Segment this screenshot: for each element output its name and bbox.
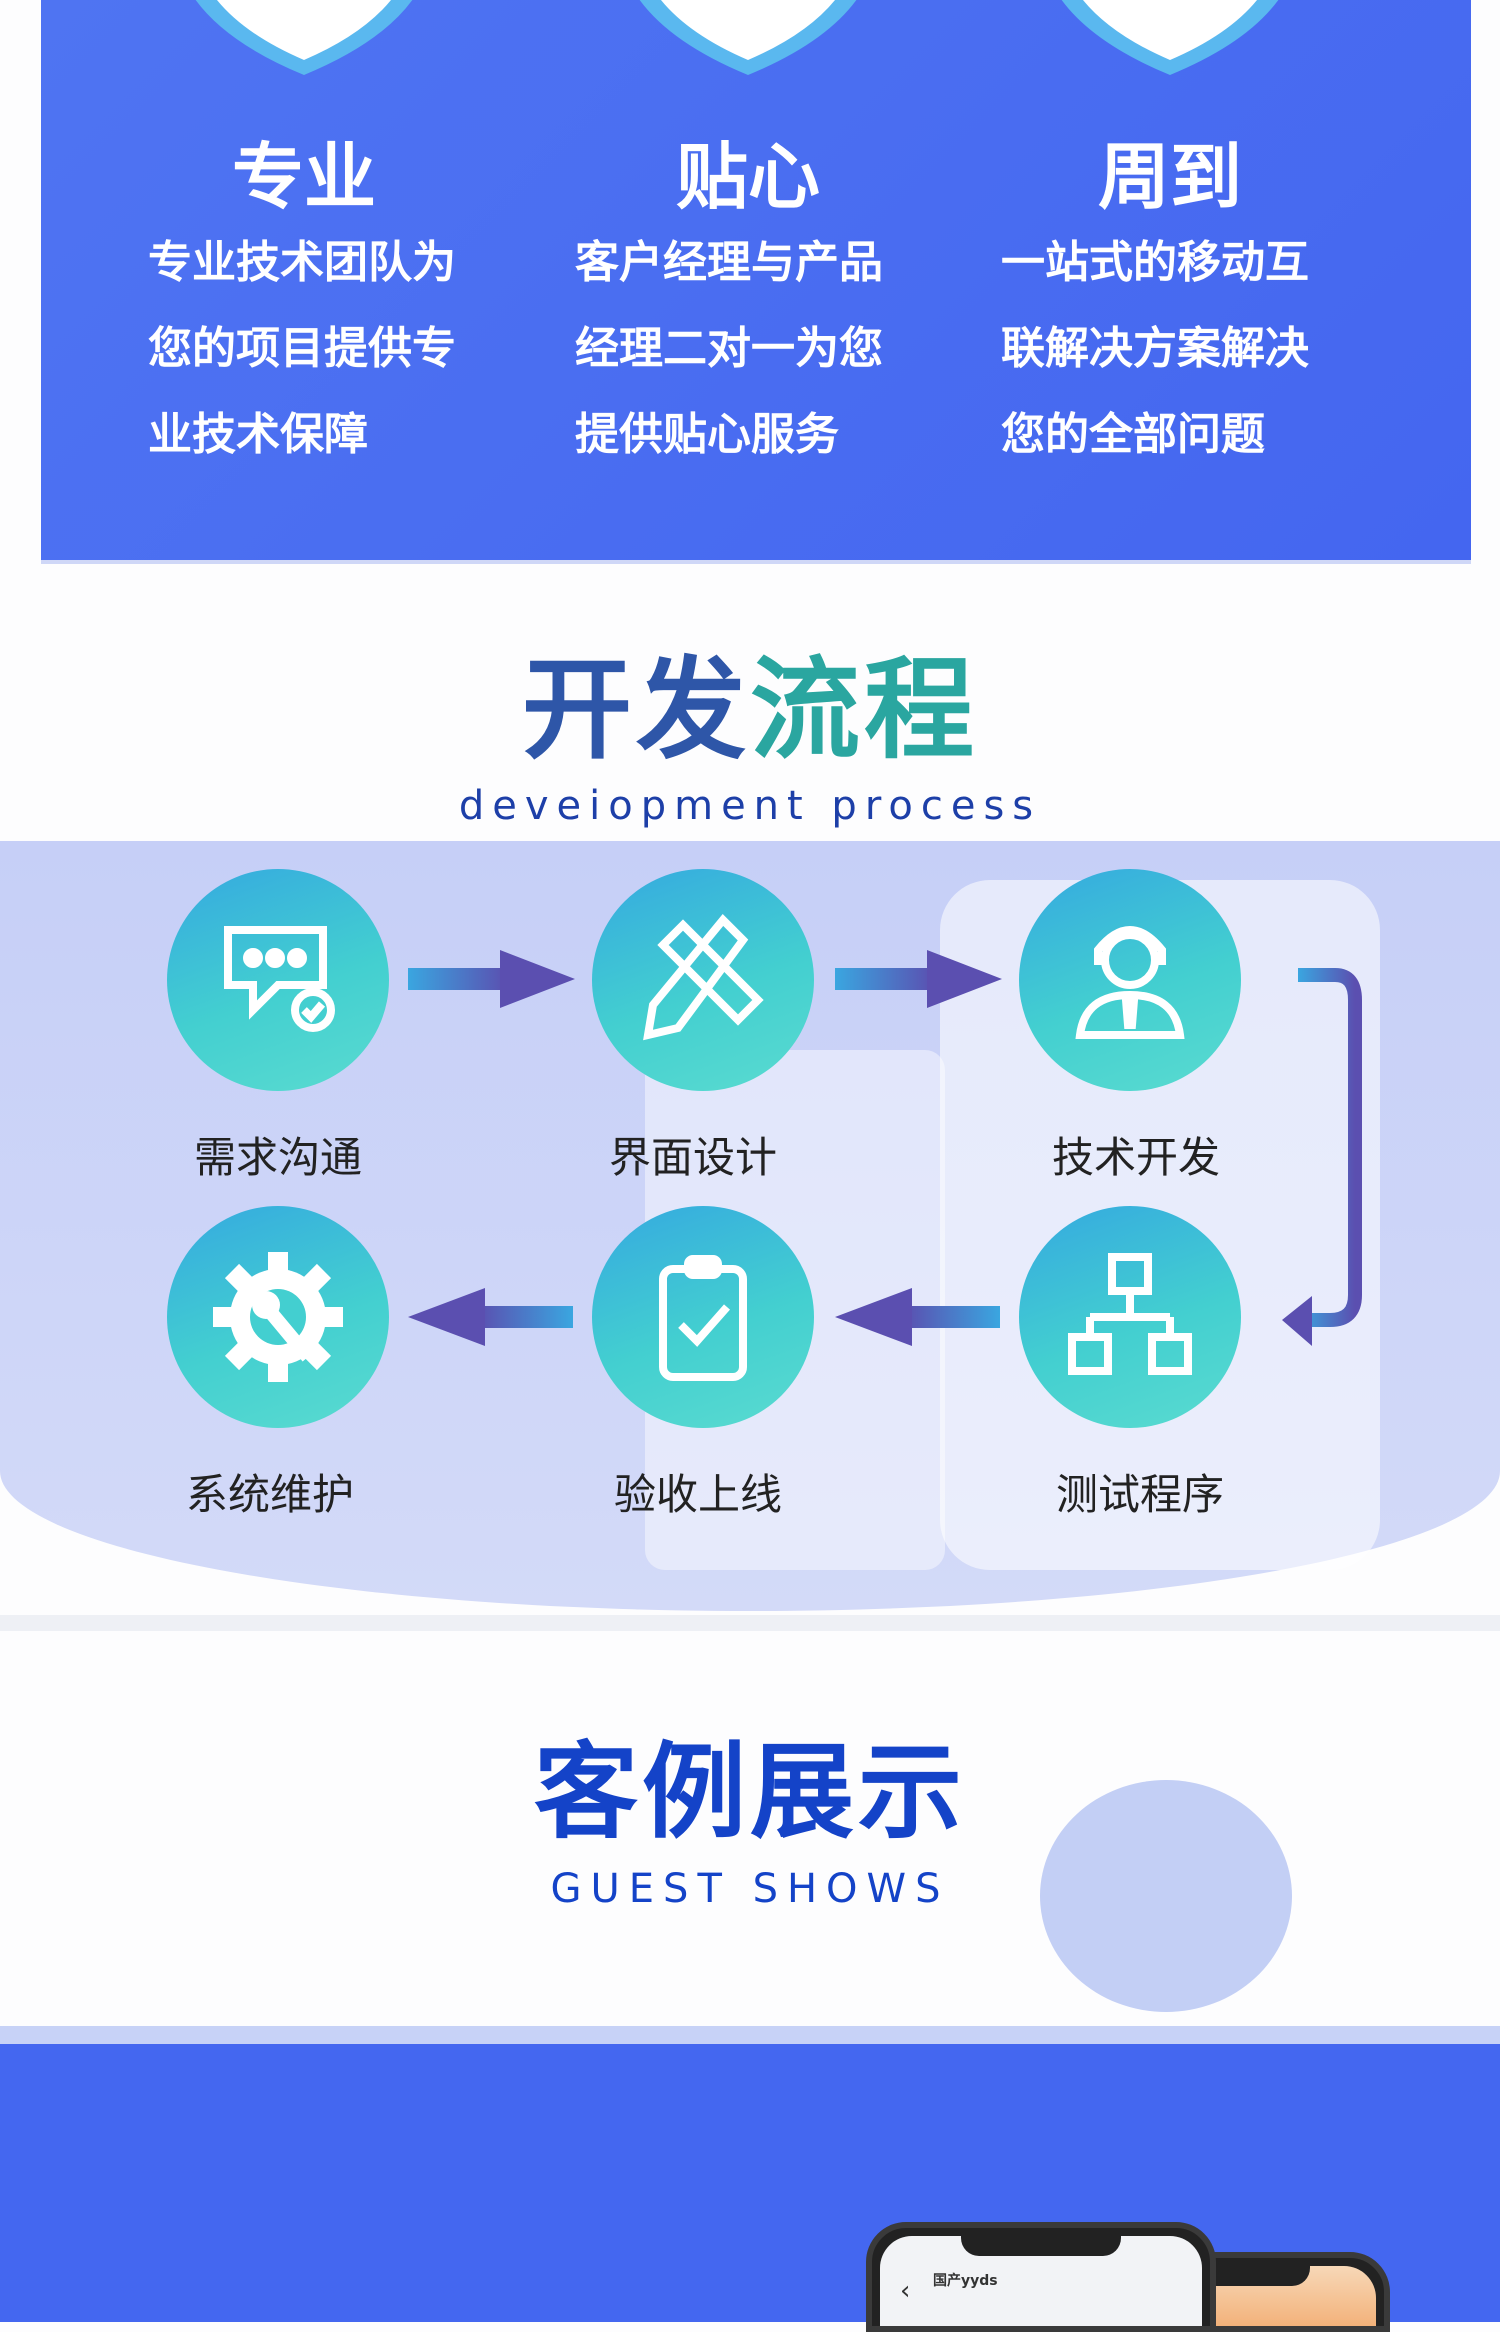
step-label: 系统维护 bbox=[185, 1470, 354, 1519]
step-acceptance bbox=[592, 1206, 814, 1428]
feature-text: 提供贴心服务 bbox=[575, 409, 839, 460]
support-agent-icon bbox=[1075, 926, 1185, 1039]
step-label: 需求沟通 bbox=[193, 1133, 362, 1182]
shield-icon bbox=[1061, 0, 1279, 75]
feature-text: 您的全部问题 bbox=[1001, 409, 1265, 460]
sitemap-icon bbox=[1068, 1253, 1192, 1375]
cases-subtitle: GUEST SHOWS bbox=[550, 1866, 950, 1912]
clipboard-check-icon bbox=[659, 1255, 747, 1381]
feature-text: 专业技术团队为 bbox=[148, 237, 456, 288]
step-maintenance bbox=[167, 1206, 389, 1428]
phone-notch bbox=[961, 2228, 1121, 2256]
band-divider bbox=[0, 2026, 1500, 2044]
process-subtitle: deveiopment process bbox=[458, 783, 1042, 829]
features-panel: 专业 贴心 周到 专业技术团队为 您的项目提供专 业技术保障 客户经理与产品 经… bbox=[41, 0, 1471, 560]
process-title-part: 流程 bbox=[750, 646, 978, 774]
section-divider bbox=[0, 1615, 1500, 1631]
step-testing bbox=[1019, 1206, 1241, 1428]
feature-text: 您的项目提供专 bbox=[148, 323, 456, 374]
feature-text: 经理二对一为您 bbox=[575, 323, 883, 374]
phone-mockup: ‹ bbox=[866, 2222, 1216, 2332]
process-title-part: 开发 bbox=[522, 646, 750, 774]
step-label: 技术开发 bbox=[1051, 1133, 1220, 1182]
feature-title-thorough: 周到 bbox=[1097, 135, 1242, 219]
feature-title-professional: 专业 bbox=[231, 135, 376, 219]
step-requirements bbox=[167, 869, 389, 1091]
step-development bbox=[1019, 869, 1241, 1091]
feature-title-caring: 贴心 bbox=[675, 135, 820, 219]
chat-check-icon bbox=[224, 926, 335, 1032]
feature-text: 业技术保障 bbox=[148, 409, 368, 460]
decorative-circle bbox=[1040, 1780, 1292, 2012]
step-label: 验收上线 bbox=[613, 1470, 782, 1519]
process-title: 开发流程 bbox=[0, 650, 1500, 771]
feature-text: 客户经理与产品 bbox=[575, 237, 883, 288]
step-label: 测试程序 bbox=[1055, 1470, 1224, 1519]
shield-icon bbox=[195, 0, 413, 75]
step-label: 界面设计 bbox=[608, 1133, 777, 1182]
phone-app-title: 国产yyds bbox=[930, 2270, 1001, 2290]
feature-text: 一站式的移动互 bbox=[1001, 237, 1309, 288]
feature-text: 联解决方案解决 bbox=[1001, 323, 1309, 374]
shield-icon bbox=[639, 0, 857, 75]
ruler-pencil-icon bbox=[643, 914, 764, 1041]
cases-title: 客例展示 bbox=[533, 1731, 966, 1853]
gear-wrench-icon bbox=[213, 1252, 343, 1382]
back-icon[interactable]: ‹ bbox=[900, 2276, 911, 2306]
step-ui-design bbox=[592, 869, 814, 1091]
